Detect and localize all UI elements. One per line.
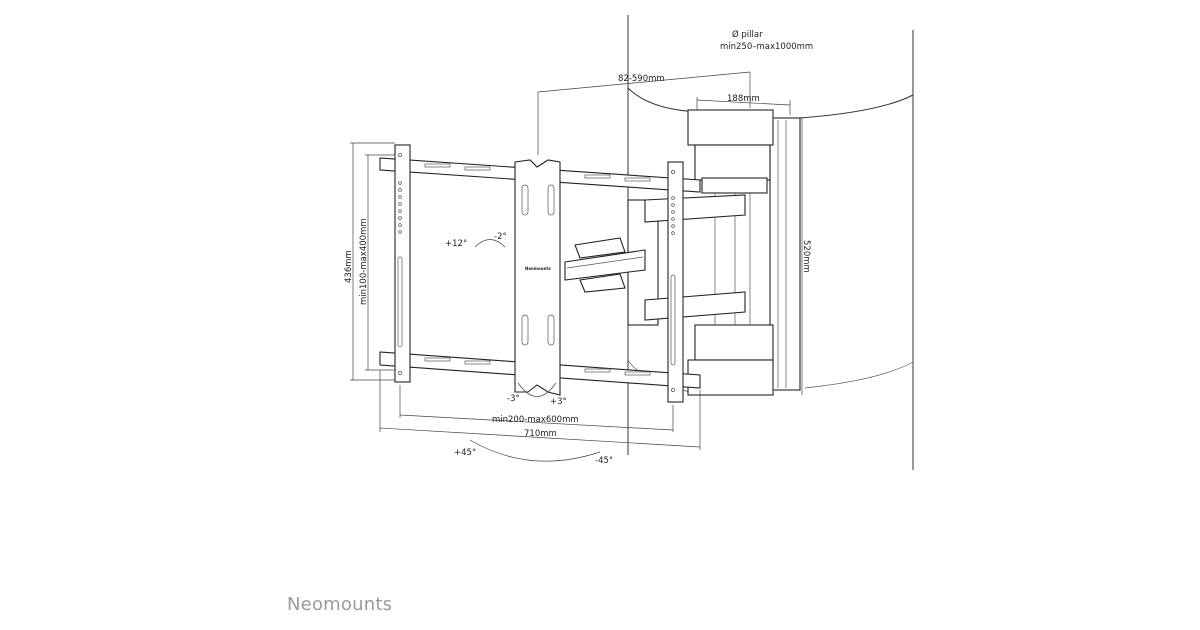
pillar-range-label: min250–max1000mm <box>720 42 813 52</box>
tilt-down-label: -2° <box>494 232 507 242</box>
bracket-width-label: 710mm <box>524 429 557 439</box>
bracket-height-label: 436mm <box>344 250 354 283</box>
plate-logo: Neomounts <box>525 266 551 271</box>
wall-plate <box>687 109 801 396</box>
level-plus-label: +3° <box>550 397 567 407</box>
tilt-up-label: +12° <box>445 239 467 249</box>
center-plate: Neomounts <box>514 159 561 396</box>
vesa-horizontal-label: min200-max600mm <box>492 415 579 425</box>
extension-label: 82-590mm <box>618 74 665 84</box>
wall-plate-height-label: 520mm <box>801 240 811 273</box>
swivel-plus-label: +45° <box>454 448 476 458</box>
brand-logo: Neomounts <box>287 594 393 615</box>
level-minus-label: -3° <box>507 394 520 404</box>
dimension-lines <box>350 71 803 462</box>
swivel-minus-label: -45° <box>595 456 613 466</box>
vertical-vesa-arms <box>394 144 684 403</box>
vesa-vertical-label: min100-max400mm <box>359 218 369 305</box>
articulating-arms <box>564 194 746 326</box>
wall-plate-width-label: 188mm <box>727 94 760 104</box>
pillar-title-label: Ø pillar <box>732 29 763 40</box>
